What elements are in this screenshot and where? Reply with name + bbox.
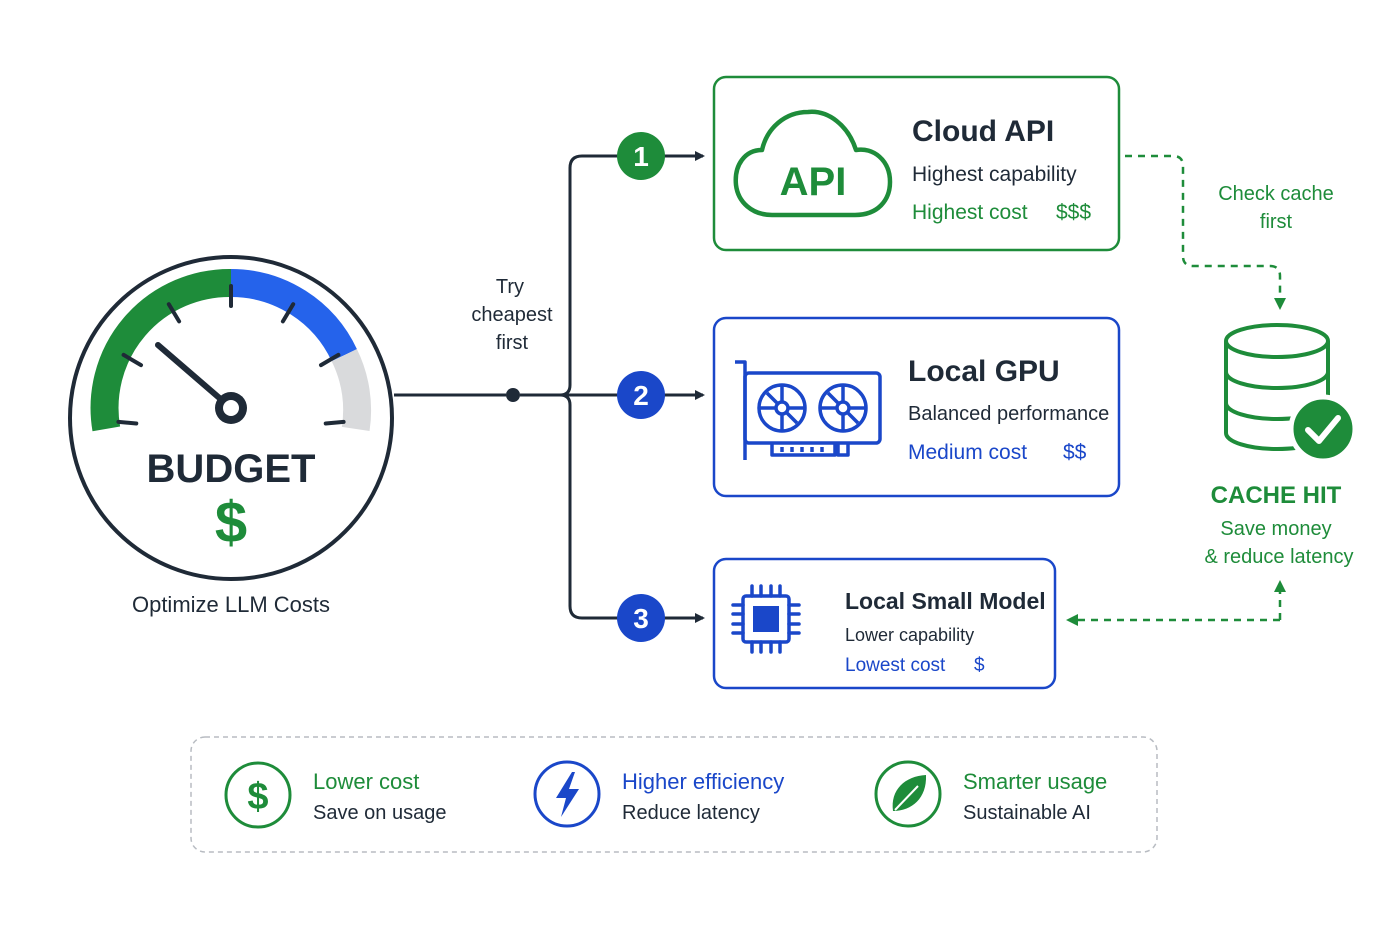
option-description: Lower capability — [845, 625, 974, 645]
budget-caption: Optimize LLM Costs — [132, 592, 330, 617]
option-title: Local Small Model — [845, 588, 1046, 614]
cache-check-label-line: Check cache — [1218, 183, 1334, 205]
benefit-higher-efficiency: Higher efficiency Reduce latency — [533, 760, 784, 828]
cache-hit-subtitle: & reduce latency — [1205, 546, 1354, 568]
budget-gauge: BUDGET $ Optimize LLM Costs — [68, 255, 394, 617]
option-title: Local GPU — [908, 355, 1060, 388]
option-card-local-gpu: Local GPU Balanced performance Medium co… — [712, 316, 1121, 498]
cache-check-label: Check cache first — [1218, 183, 1334, 233]
cache-connectors — [1066, 154, 1286, 626]
step-badge-2: 2 — [617, 371, 665, 419]
benefit-title: Higher efficiency — [622, 769, 784, 794]
option-cost-label: Medium cost — [908, 441, 1027, 464]
flow-label-line: first — [496, 332, 529, 354]
budget-title: BUDGET — [147, 447, 316, 491]
cache-check-label-line: first — [1260, 211, 1293, 233]
option-cost-symbol: $$ — [1063, 441, 1087, 464]
cloud-api-icon: API — [733, 109, 893, 218]
option-title: Cloud API — [912, 115, 1054, 148]
benefit-lower-cost: $ Lower cost Save on usage — [224, 761, 446, 829]
benefit-subtitle: Sustainable AI — [963, 802, 1091, 824]
option-cost-label: Lowest cost — [845, 655, 946, 676]
benefit-subtitle: Save on usage — [313, 802, 446, 824]
step-badge-number: 1 — [633, 141, 649, 172]
gpu-card-icon — [735, 360, 882, 460]
flow-label-line: Try — [496, 276, 524, 298]
option-cost-symbol: $ — [974, 655, 985, 676]
step-badge-1: 1 — [617, 132, 665, 180]
chip-icon — [731, 584, 801, 654]
cache-hit-subtitle: Save money — [1220, 518, 1331, 540]
option-description: Balanced performance — [908, 403, 1109, 425]
benefit-title: Smarter usage — [963, 769, 1107, 794]
option-cost-symbol: $$$ — [1056, 201, 1091, 224]
option-cost-label: Highest cost — [912, 201, 1028, 224]
routing-connectors — [394, 151, 705, 623]
cache-hit-title: CACHE HIT — [1211, 482, 1342, 509]
database-check-icon — [1224, 323, 1358, 464]
benefit-subtitle: Reduce latency — [622, 802, 760, 824]
benefit-smarter-usage: Smarter usage Sustainable AI — [874, 760, 1107, 828]
option-description: Highest capability — [912, 163, 1077, 186]
benefits-panel: $ Lower cost Save on usage Higher effici… — [190, 736, 1158, 853]
budget-dollar-symbol: $ — [215, 490, 247, 555]
step-badge-3: 3 — [617, 594, 665, 642]
flow-label-line: cheapest — [471, 304, 553, 326]
dollar-circle-icon: $ — [224, 761, 292, 829]
step-badge-number: 3 — [633, 603, 649, 634]
option-card-local-small-model: Local Small Model Lower capability Lowes… — [712, 557, 1057, 690]
flow-label: Try cheapest first — [471, 276, 553, 354]
benefit-title: Lower cost — [313, 769, 419, 794]
speedometer-gauge-icon — [68, 255, 394, 581]
svg-text:$: $ — [247, 776, 268, 818]
lightning-icon — [533, 760, 601, 828]
option-card-cloud-api: API Cloud API Highest capability Highest… — [712, 75, 1121, 252]
junction-dot — [506, 388, 520, 402]
cloud-api-icon-text: API — [780, 160, 847, 204]
leaf-icon — [874, 760, 942, 828]
step-badge-number: 2 — [633, 380, 649, 411]
